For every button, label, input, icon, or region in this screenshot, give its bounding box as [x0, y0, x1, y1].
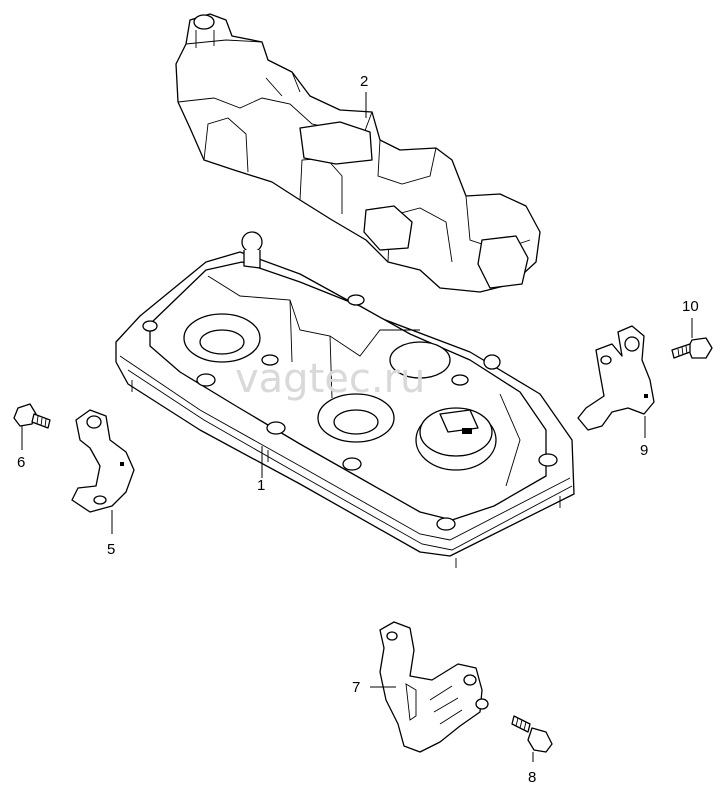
part-10-bolt-right	[671, 337, 713, 359]
part-5-bracket-left	[71, 409, 135, 513]
part-6-bolt-left	[13, 403, 51, 429]
part-9-bracket-right	[577, 325, 655, 431]
callout-7: 7	[352, 679, 360, 696]
callout-9: 9	[640, 442, 648, 459]
part-2-insulation-cover	[175, 13, 541, 293]
callout-1: 1	[257, 477, 265, 494]
callout-10: 10	[682, 298, 699, 315]
part-1-cylinder-head-cover	[115, 231, 575, 568]
callout-5: 5	[107, 541, 115, 558]
part-8-bolt-bottom	[511, 715, 553, 753]
leader-lines	[21, 92, 693, 762]
part-7-bracket-bottom	[379, 621, 489, 753]
watermark: vagtec.ru	[235, 356, 425, 402]
callout-6: 6	[17, 454, 25, 471]
callout-2: 2	[360, 73, 368, 90]
callout-8: 8	[528, 769, 536, 786]
